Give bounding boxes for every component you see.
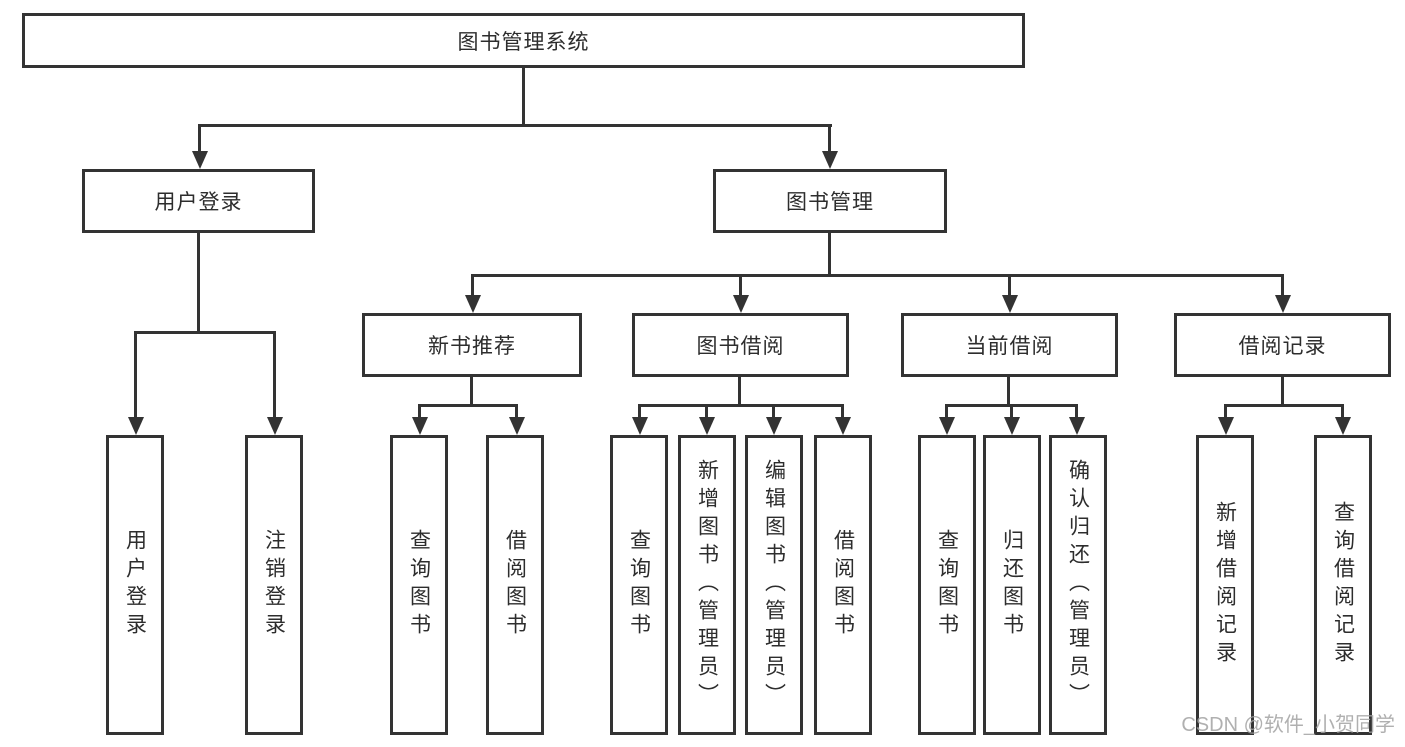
leaf-br-add-record: 新增借阅记录 [1196,435,1254,735]
arrowhead-bb-add [698,417,715,435]
connector-new-book-rail [418,404,518,407]
node-user-login: 用户登录 [82,169,315,233]
node-book-management-label: 图书管理 [786,191,874,214]
connector-user-login-rail [134,331,276,334]
node-new-book-recommend: 新书推荐 [362,313,582,377]
leaf-bb-edit-books-admin-label: 编辑图书（管理员） [762,459,786,711]
connector-drop-current-borrow [1008,274,1011,300]
connector-drop-bb-borrow [841,404,844,421]
connector-drop-br-query [1341,404,1344,421]
connector-new-book-stem [470,377,473,407]
node-borrow-records-label: 借阅记录 [1238,335,1327,358]
leaf-cb-query-books: 查询图书 [918,435,976,735]
leaf-br-add-record-label: 新增借阅记录 [1213,501,1237,669]
node-book-management: 图书管理 [713,169,947,233]
connector-drop-bb-edit [772,404,775,421]
connector-drop-bb-query [638,404,641,421]
node-book-borrow: 图书借阅 [632,313,849,377]
connector-book-borrow-rail [638,404,844,407]
arrowhead-leaf-logout [266,417,283,435]
leaf-cb-return-books-label: 归还图书 [1000,529,1024,641]
connector-level1-rail [198,124,832,127]
connector-drop-br-add [1224,404,1227,421]
leaf-bb-edit-books-admin: 编辑图书（管理员） [745,435,803,735]
arrowhead-current-borrow [1001,295,1018,313]
leaf-nb-query-books: 查询图书 [390,435,448,735]
node-library-system-label: 图书管理系统 [457,30,590,54]
node-borrow-records: 借阅记录 [1174,313,1391,377]
node-library-system: 图书管理系统 [22,13,1025,68]
arrowhead-borrow-records [1274,295,1291,313]
arrowhead-book-mgmt [821,151,838,169]
arrowhead-nb-query [411,417,428,435]
arrowhead-cb-confirm [1068,417,1085,435]
arrowhead-bb-query [631,417,648,435]
leaf-nb-borrow-books: 借阅图书 [486,435,544,735]
leaf-br-query-record-label: 查询借阅记录 [1331,501,1355,669]
node-current-borrow: 当前借阅 [901,313,1118,377]
connector-current-borrow-stem [1007,377,1010,407]
leaf-bb-query-books-label: 查询图书 [627,529,651,641]
arrowhead-nb-borrow [508,417,525,435]
connector-drop-book-mgmt [828,124,831,156]
connector-drop-cb-query [945,404,948,421]
connector-drop-cb-confirm [1075,404,1078,421]
connector-drop-leaf-logout [273,331,276,419]
connector-drop-new-book [471,274,474,300]
arrowhead-bb-borrow [834,417,851,435]
connector-drop-cb-return [1010,404,1013,421]
leaf-nb-borrow-books-label: 借阅图书 [503,529,527,641]
node-current-borrow-label: 当前借阅 [965,335,1054,358]
node-user-login-label: 用户登录 [154,191,243,214]
leaf-bb-add-books-admin-label: 新增图书（管理员） [695,459,719,711]
connector-borrow-records-rail [1224,404,1344,407]
arrowhead-user-login [191,151,208,169]
arrowhead-bb-edit [765,417,782,435]
connector-drop-book-borrow [739,274,742,300]
connector-drop-user-login [198,124,201,156]
leaf-bb-query-books: 查询图书 [610,435,668,735]
arrowhead-cb-return [1003,417,1020,435]
leaf-cb-query-books-label: 查询图书 [935,529,959,641]
node-book-borrow-label: 图书借阅 [696,335,785,358]
arrowhead-leaf-login [127,417,144,435]
arrowhead-cb-query [938,417,955,435]
arrowhead-new-book [464,295,481,313]
connector-book-mgmt-stem [828,233,831,276]
leaf-br-query-record: 查询借阅记录 [1314,435,1372,735]
leaf-bb-borrow-books-label: 借阅图书 [831,529,855,641]
leaf-nb-query-books-label: 查询图书 [407,529,431,641]
arrowhead-br-add [1217,417,1234,435]
arrowhead-book-borrow [732,295,749,313]
connector-user-login-stem [197,233,200,333]
connector-drop-borrow-records [1281,274,1284,300]
leaf-bb-add-books-admin: 新增图书（管理员） [678,435,736,735]
connector-book-borrow-stem [738,377,741,407]
leaf-user-login-label: 用户登录 [123,529,147,641]
leaf-bb-borrow-books: 借阅图书 [814,435,872,735]
leaf-logout: 注销登录 [245,435,303,735]
csdn-watermark: CSDN @软件_小贺同学 [1181,714,1395,736]
leaf-cb-return-books: 归还图书 [983,435,1041,735]
leaf-logout-label: 注销登录 [262,529,286,641]
connector-level3-rail [471,274,1283,277]
leaf-cb-confirm-return-admin: 确认归还（管理员） [1049,435,1107,735]
node-new-book-recommend-label: 新书推荐 [428,335,516,358]
connector-drop-bb-add [705,404,708,421]
connector-borrow-records-stem [1281,377,1284,407]
arrowhead-br-query [1334,417,1351,435]
connector-drop-nb-borrow [515,404,518,421]
leaf-cb-confirm-return-admin-label: 确认归还（管理员） [1066,459,1090,711]
connector-drop-leaf-login [134,331,137,419]
connector-drop-nb-query [418,404,421,421]
connector-root-stem [522,68,525,127]
leaf-user-login: 用户登录 [106,435,164,735]
